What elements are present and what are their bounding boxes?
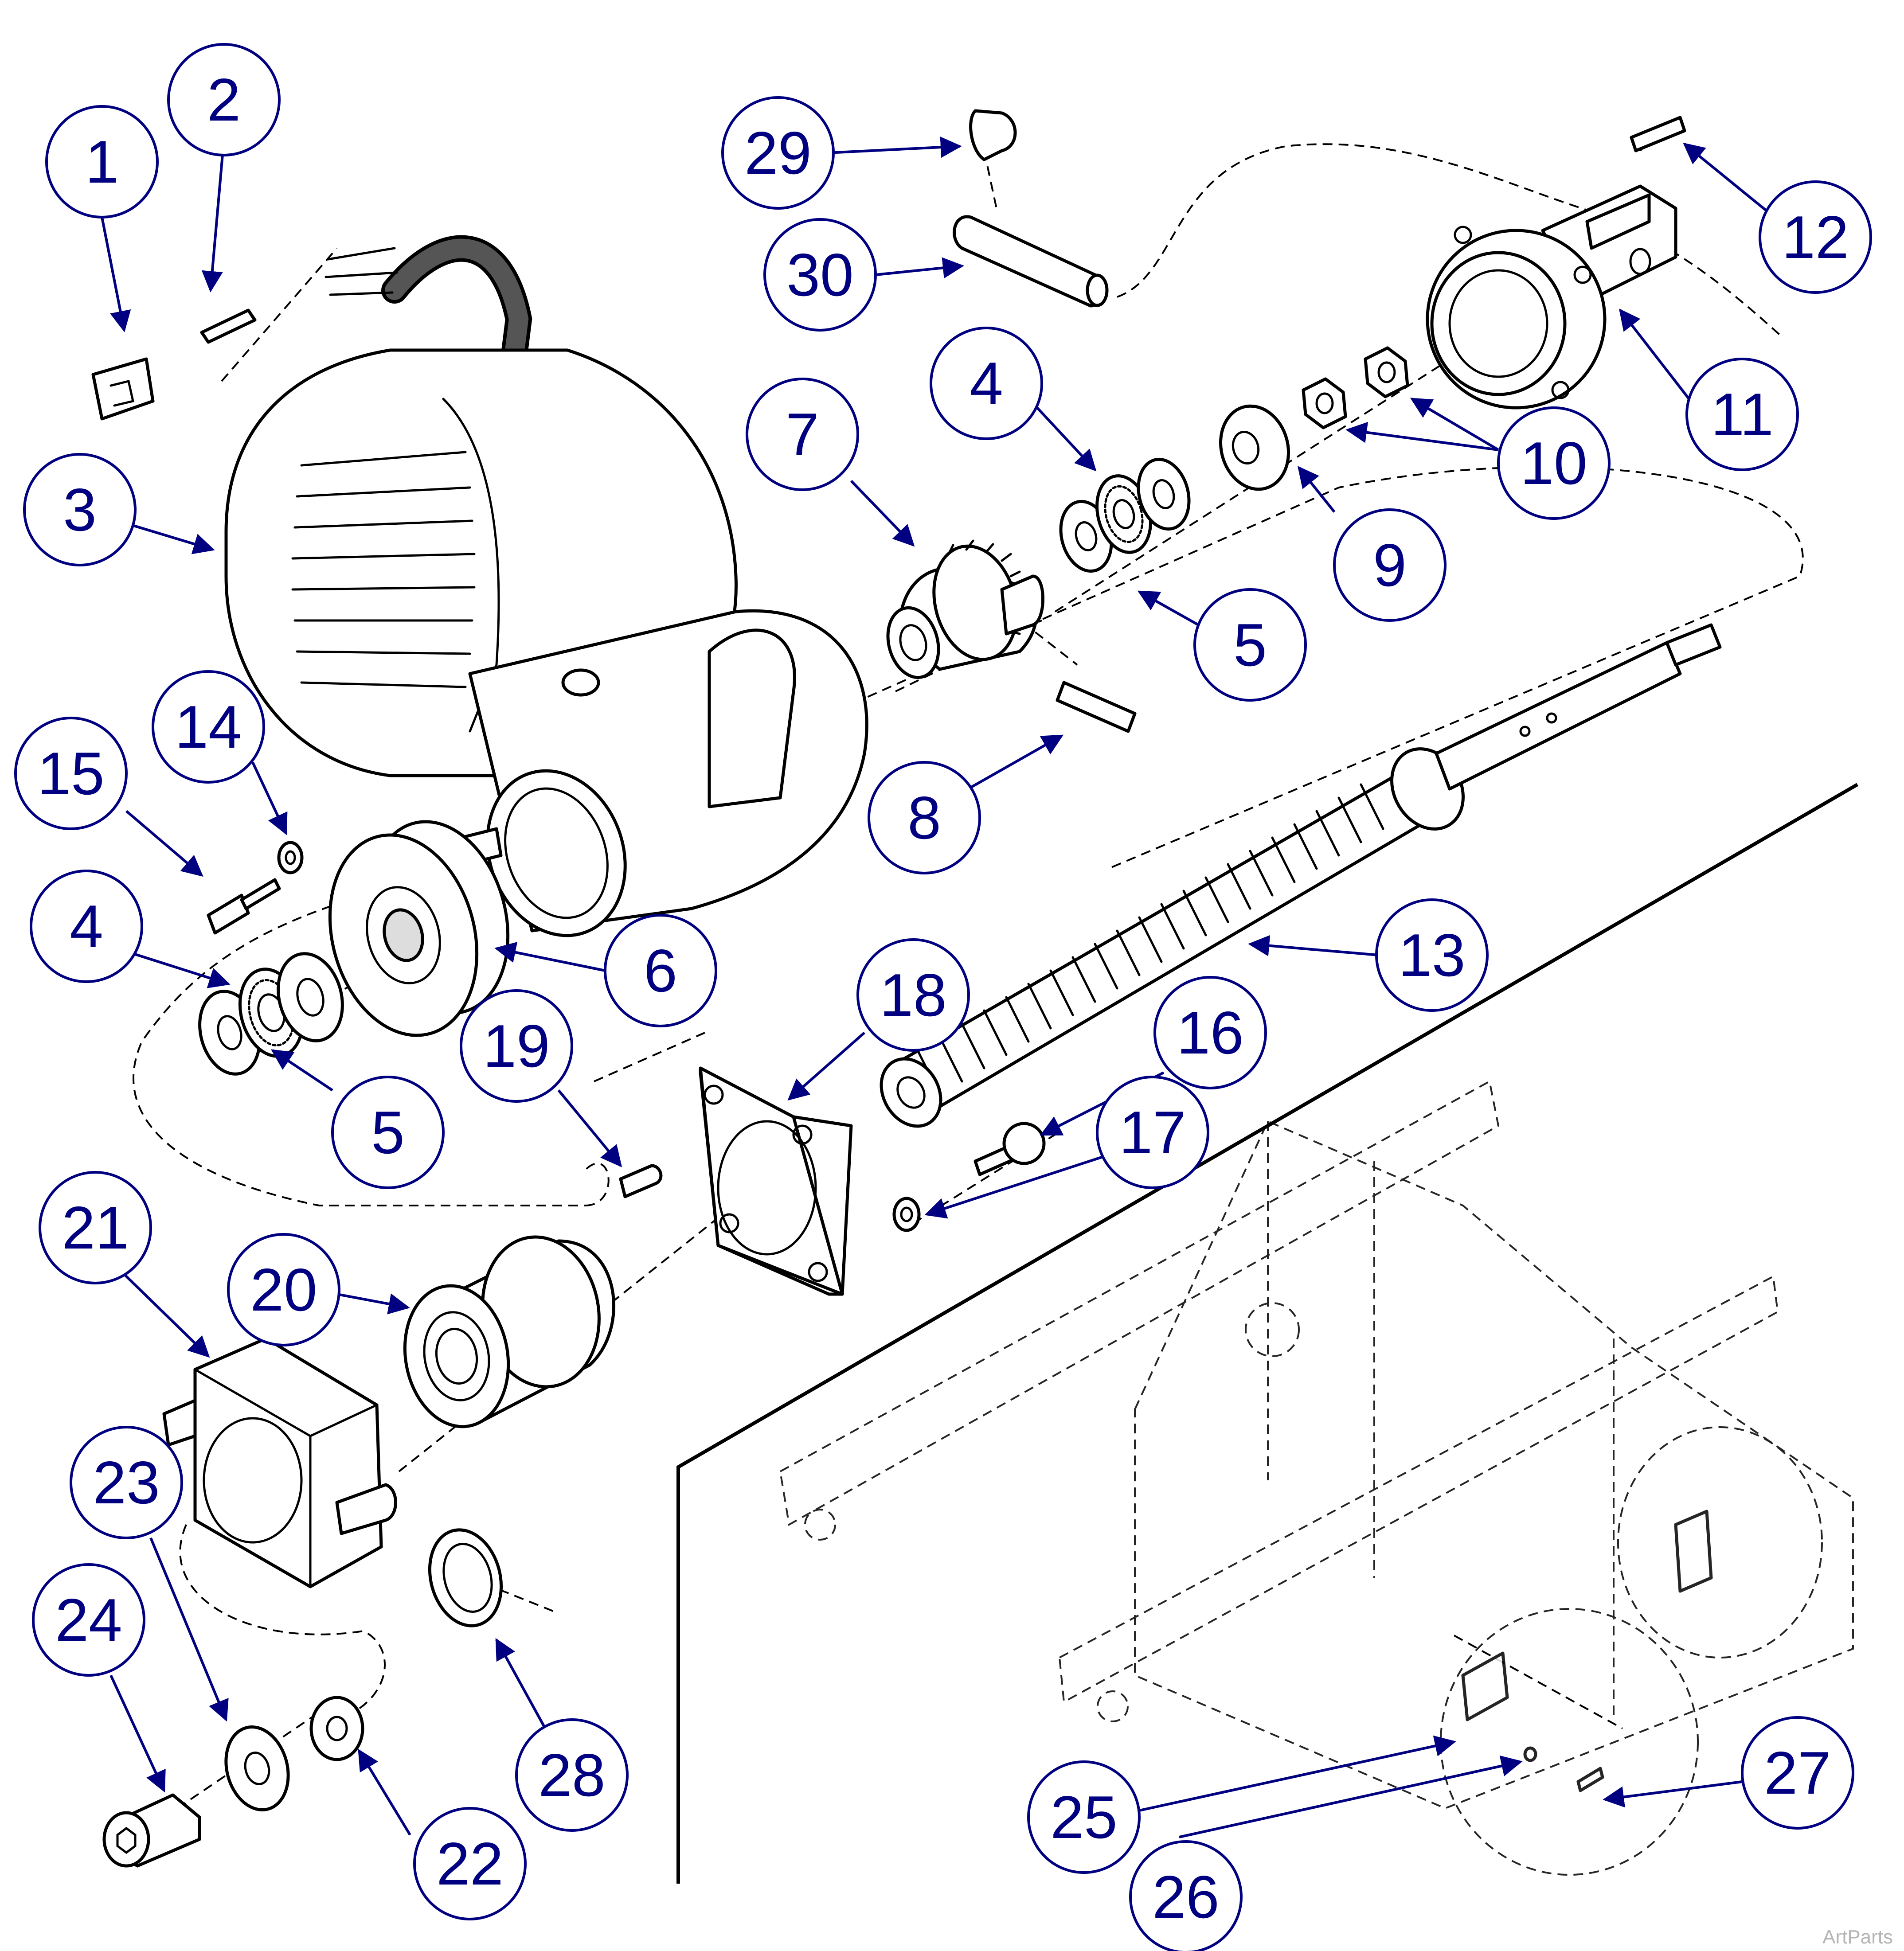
part-roll-pin [1056,681,1137,733]
callout-2: 2 [167,43,281,156]
callout-25: 25 [1027,1760,1141,1874]
callout-28: 28 [515,1718,629,1832]
part-terminal-pin [200,308,257,344]
callout-4-right-label: 4 [970,350,1003,417]
callout-26: 26 [1129,1840,1243,1951]
callout-16: 16 [1153,976,1267,1089]
callout-20-label: 20 [250,1256,317,1323]
part-dowel-pin [619,1164,663,1198]
callout-5-right: 5 [1193,588,1307,702]
callout-9: 9 [1333,508,1447,622]
callout-22-label: 22 [436,1830,503,1897]
callout-21: 21 [39,1171,152,1284]
callout-11: 11 [1685,358,1799,471]
part-connector-clip [91,357,155,421]
callout-28-label: 28 [538,1741,605,1809]
callout-23: 23 [70,1426,183,1539]
callout-13: 13 [1375,898,1489,1012]
callout-3: 3 [23,453,137,566]
callout-10-label: 10 [1520,429,1587,497]
callout-1-label: 1 [85,128,119,195]
callout-30-label: 30 [786,241,853,308]
part-drive-nut [403,1235,616,1428]
callout-5-left-label: 5 [371,1099,405,1166]
callout-1: 1 [45,105,159,219]
part-pulley [328,820,510,1037]
callout-14: 14 [152,670,265,784]
callout-18: 18 [856,938,970,1052]
part-lead-screw [880,623,1722,1128]
part-motor [224,235,868,937]
callout-19-label: 19 [483,1012,550,1080]
callout-4-right: 4 [930,327,1043,440]
callout-4-left: 4 [30,870,143,983]
callout-27: 27 [1741,1716,1854,1830]
callout-7: 7 [746,378,859,491]
part-e-clip [969,109,1017,161]
callout-24: 24 [32,1563,145,1677]
callout-12-label: 12 [1782,203,1849,271]
part-cap-screw [974,1122,1046,1176]
part-thrust-washer-left-inner [277,952,344,1042]
part-clevis-housing [1426,184,1677,410]
callout-19: 19 [460,989,573,1103]
callout-29: 29 [721,96,835,210]
callout-27-label: 27 [1764,1739,1831,1807]
callout-8-label: 8 [907,784,941,851]
callout-8: 8 [868,761,981,874]
part-set-screw [1630,116,1686,152]
callout-18-label: 18 [880,961,946,1029]
callout-14-label: 14 [175,693,242,761]
part-lock-washer-medium [892,1197,921,1232]
part-bearing-block [162,1337,397,1588]
callout-17-label: 17 [1119,1099,1186,1166]
part-clevis-pin [953,215,1109,308]
part-star-washer [309,1696,364,1761]
callout-6: 6 [604,914,717,1027]
callout-7-label: 7 [786,401,819,468]
callout-17: 17 [1096,1076,1209,1189]
part-flat-washer [224,1725,290,1811]
callout-6-label: 6 [644,937,677,1004]
callout-5-left: 5 [331,1076,445,1189]
callout-30: 30 [763,218,877,332]
callout-20: 20 [227,1233,340,1346]
part-spacer [1219,404,1290,491]
reference-frame-panel [676,783,1859,1884]
part-lock-washer-small [277,841,304,874]
callout-26-label: 26 [1152,1863,1219,1931]
callout-2-label: 2 [207,66,241,133]
callout-25-label: 25 [1050,1783,1117,1851]
callout-9-label: 9 [1373,531,1407,599]
callout-13-label: 13 [1398,921,1465,989]
part-hex-nut-1 [1302,377,1347,429]
part-screw-small [207,878,281,935]
callout-16-label: 16 [1177,999,1243,1066]
part-socket-cap-screw [102,1793,201,1868]
callout-3-label: 3 [63,476,97,543]
part-hex-nut-2 [1364,346,1409,398]
part-gear-bushing [886,539,1044,679]
callout-11-label: 11 [1711,381,1773,448]
callout-bubbles: 1 2 3 4 4 5 5 6 7 8 9 10 [14,43,1872,1951]
part-mounting-plate [699,1066,853,1296]
part-thrust-washer-right-inner [1137,457,1191,531]
part-o-ring [428,1528,503,1627]
callout-24-label: 24 [55,1586,122,1654]
callout-22: 22 [413,1807,527,1920]
callout-15: 15 [14,717,128,830]
callout-23-label: 23 [93,1449,160,1516]
callout-10: 10 [1497,406,1611,520]
callout-leaders [101,137,1781,1838]
watermark: ArtParts [1822,1926,1893,1948]
callout-5-right-label: 5 [1233,611,1267,679]
callout-21-label: 21 [62,1194,129,1261]
callout-29-label: 29 [744,119,811,187]
callout-15-label: 15 [37,740,104,807]
callout-12: 12 [1759,180,1872,294]
callout-4-left-label: 4 [70,893,103,960]
